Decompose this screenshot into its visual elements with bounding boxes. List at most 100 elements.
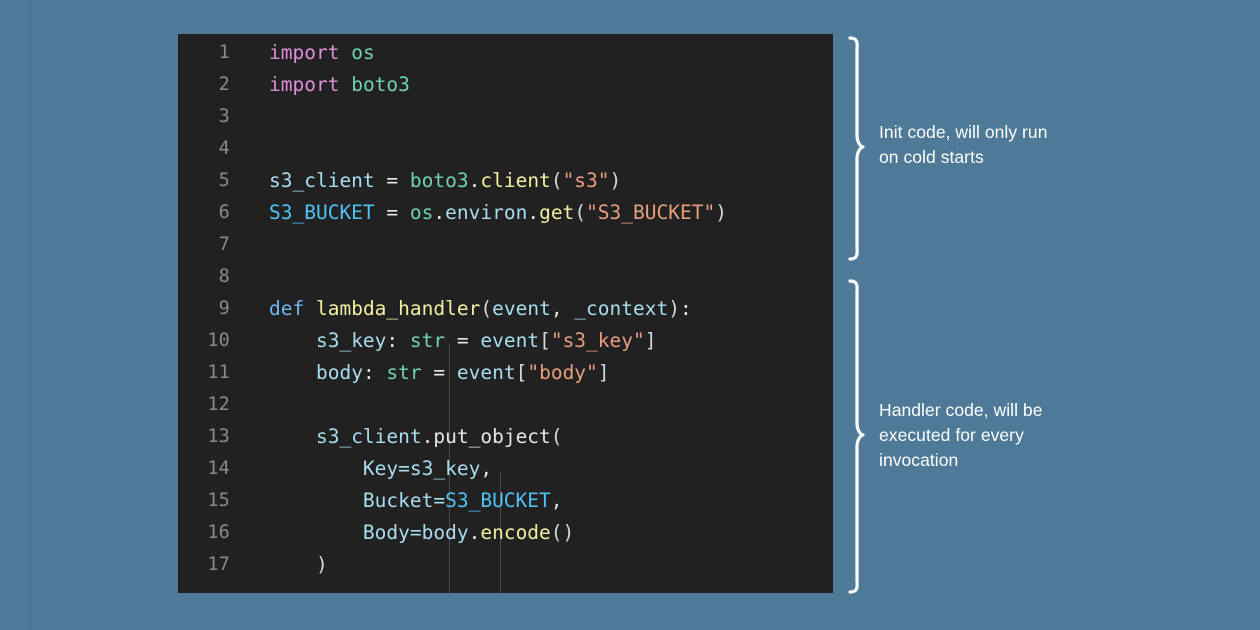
token-bracket: [	[539, 329, 551, 352]
line-number: 2	[218, 74, 230, 95]
token-string: "body"	[527, 361, 598, 384]
token-parameter: _context	[574, 297, 669, 320]
token-string: "s3"	[562, 169, 610, 192]
line-number: 3	[218, 106, 230, 127]
token-operator: =	[421, 361, 457, 384]
code-line[interactable]: 16 Body=body.encode()	[178, 517, 833, 549]
line-number: 15	[207, 490, 230, 511]
token-variable: body	[315, 361, 363, 384]
line-content: import boto3	[230, 69, 410, 101]
token-paren: (	[550, 169, 563, 192]
token-bracket: [	[515, 361, 528, 384]
code-line[interactable]: 12	[178, 389, 833, 421]
token-paren: )	[715, 201, 727, 224]
line-number: 12	[207, 394, 230, 415]
token-attribute: environ	[445, 201, 528, 224]
code-line[interactable]: 6 S3_BUCKET = os.environ.get("S3_BUCKET"…	[178, 197, 833, 229]
code-line[interactable]: 4	[178, 133, 833, 165]
token-operator: =	[374, 201, 410, 224]
token-constant: S3_BUCKET	[269, 201, 375, 224]
token-paren: )	[668, 297, 680, 320]
line-number: 8	[218, 266, 230, 287]
token-string: "S3_BUCKET"	[586, 201, 716, 224]
token-comma: ,	[550, 297, 575, 320]
token-dot: .	[468, 521, 481, 544]
token-module: os	[409, 201, 434, 224]
line-number: 5	[218, 170, 230, 191]
line-number: 1	[218, 42, 230, 63]
token-keyword-def: def	[269, 297, 305, 320]
token-kwarg: Bucket=	[362, 489, 446, 512]
token-module: boto3	[409, 169, 469, 192]
token-comma: ,	[550, 489, 563, 512]
annotation-line: Init code, will only run	[879, 122, 1048, 142]
code-line[interactable]: 2 import boto3	[178, 69, 833, 101]
token-colon: :	[679, 297, 692, 320]
annotation-line: invocation	[879, 450, 959, 470]
token-function: get	[539, 201, 575, 224]
code-line[interactable]: 3	[178, 101, 833, 133]
token-object: event	[456, 361, 516, 384]
code-line[interactable]: 7	[178, 229, 833, 261]
token-space	[339, 73, 351, 96]
token-keyword: import	[269, 41, 340, 64]
line-number: 13	[207, 426, 230, 447]
code-line[interactable]: 8	[178, 261, 833, 293]
token-type: str	[386, 361, 422, 384]
code-line[interactable]: 13 s3_client.put_object(	[178, 421, 833, 453]
line-content: body: str = event["body"]	[230, 357, 610, 389]
line-content: )	[230, 549, 328, 581]
token-variable: s3_key	[315, 329, 387, 352]
annotation-handler-code: Handler code, will be executed for every…	[879, 398, 1109, 473]
line-number: 6	[218, 202, 230, 223]
token-comma: ,	[480, 457, 493, 480]
line-number: 9	[218, 298, 230, 319]
line-content: Body=body.encode()	[230, 517, 574, 549]
code-line[interactable]: 1 import os	[178, 37, 833, 69]
code-line[interactable]: 15 Bucket=S3_BUCKET,	[178, 485, 833, 517]
line-content: S3_BUCKET = os.environ.get("S3_BUCKET")	[230, 197, 727, 229]
annotation-line: Handler code, will be	[879, 400, 1043, 420]
brace-init-code	[845, 36, 871, 262]
token-method: put_object	[433, 425, 551, 448]
token-bracket: ]	[644, 329, 657, 352]
code-lines[interactable]: 1 import os 2 import boto3 3 4 5 s3_clie…	[178, 37, 833, 593]
token-paren: )	[315, 553, 328, 576]
code-line[interactable]: 9 def lambda_handler(event, _context):	[178, 293, 833, 325]
token-paren: ()	[550, 521, 575, 544]
brace-handler-code	[845, 279, 871, 595]
token-variable: s3_client	[269, 169, 375, 192]
token-kwarg: Body=	[362, 521, 422, 544]
line-content: Bucket=S3_BUCKET,	[230, 485, 563, 517]
token-function: client	[480, 169, 551, 192]
token-paren: (	[574, 201, 587, 224]
token-space	[304, 297, 316, 320]
line-number: 11	[207, 362, 230, 383]
token-type: str	[409, 329, 446, 352]
token-function-name: lambda_handler	[315, 297, 481, 320]
token-module: os	[351, 41, 375, 64]
line-number: 17	[207, 554, 230, 575]
token-bracket: ]	[597, 361, 610, 384]
indent-guide-level-2	[500, 471, 501, 593]
token-dot: .	[468, 169, 481, 192]
code-block[interactable]: 1 import os 2 import boto3 3 4 5 s3_clie…	[178, 34, 833, 593]
code-line[interactable]: 5 s3_client = boto3.client("s3")	[178, 165, 833, 197]
line-number: 14	[207, 458, 230, 479]
code-line[interactable]: 11 body: str = event["body"]	[178, 357, 833, 389]
token-value: body	[421, 521, 469, 544]
line-content: import os	[230, 37, 375, 69]
line-number: 10	[207, 330, 230, 351]
code-line[interactable]: 17 )	[178, 549, 833, 581]
token-operator: =	[445, 329, 481, 352]
code-line[interactable]: 10 s3_key: str = event["s3_key"]	[178, 325, 833, 357]
code-line[interactable]: 14 Key=s3_key,	[178, 453, 833, 485]
token-dot: .	[527, 201, 540, 224]
token-object: event	[480, 329, 540, 352]
token-value: s3_key	[409, 457, 481, 480]
token-keyword: import	[269, 73, 340, 96]
token-paren: )	[609, 169, 622, 192]
line-content: s3_key: str = event["s3_key"]	[230, 325, 657, 357]
token-module: boto3	[351, 73, 410, 96]
token-space	[339, 41, 351, 64]
